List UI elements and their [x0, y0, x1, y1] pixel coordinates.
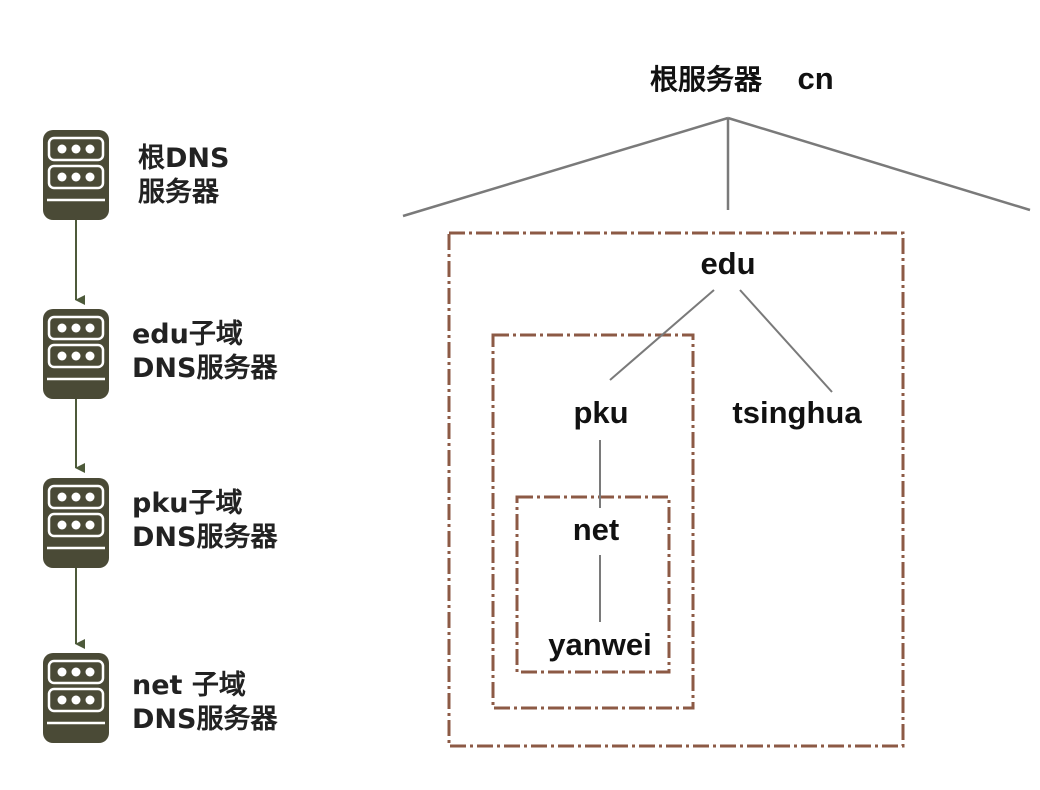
node-edu: edu — [700, 246, 756, 281]
server-label-edu: edu子域 DNS服务器 — [132, 318, 277, 386]
server-led — [85, 144, 95, 154]
server-icon — [43, 478, 109, 568]
edu-zone-box — [447, 231, 905, 748]
root-domain-label: cn — [797, 61, 834, 96]
pku-zone-box — [491, 333, 695, 710]
server-led — [85, 492, 95, 502]
server-led — [57, 172, 67, 182]
server-label-line1: net 子域 — [132, 670, 246, 701]
server-icon — [43, 653, 109, 743]
server-label-line1: pku子域 — [132, 488, 243, 519]
server-led — [85, 695, 95, 705]
server-led — [57, 351, 67, 361]
fan-line-left — [402, 116, 729, 218]
net-zone-box — [515, 495, 671, 674]
server-label-line2: 服务器 — [138, 177, 219, 208]
node-tsinghua: tsinghua — [732, 395, 862, 430]
server-label-line2: DNS服务器 — [132, 353, 278, 384]
server-led — [71, 172, 81, 182]
edge-edu-tsinghua — [739, 289, 833, 393]
server-led — [71, 520, 81, 530]
node-net: net — [572, 512, 620, 547]
server-led — [85, 323, 95, 333]
server-label-pku: pku子域 DNS服务器 — [132, 487, 277, 555]
server-led — [85, 172, 95, 182]
server-led — [57, 520, 67, 530]
fan-line-right — [727, 116, 1031, 212]
root-server-label: 根服务器 — [650, 63, 763, 96]
node-yanwei: yanwei — [548, 627, 652, 662]
server-led — [57, 492, 67, 502]
server-led — [71, 492, 81, 502]
server-icon — [43, 309, 109, 399]
server-led — [57, 144, 67, 154]
root-fan-lines — [402, 116, 1031, 218]
server-led — [71, 351, 81, 361]
server-icon — [43, 130, 109, 220]
server-label-root: 根DNS 服务器 — [138, 142, 229, 210]
server-label-line1: edu子域 — [132, 319, 243, 350]
server-led — [57, 695, 67, 705]
root-server-title: 根服务器 cn — [650, 58, 834, 98]
server-led — [85, 520, 95, 530]
edge-edu-pku — [609, 289, 715, 381]
server-led — [71, 323, 81, 333]
server-led — [71, 695, 81, 705]
server-led — [57, 667, 67, 677]
server-label-line1: 根DNS — [138, 143, 230, 174]
server-label-line2: DNS服务器 — [132, 522, 278, 553]
server-led — [71, 144, 81, 154]
server-led — [85, 667, 95, 677]
server-led — [71, 667, 81, 677]
server-led — [85, 351, 95, 361]
server-label-net: net 子域 DNS服务器 — [132, 669, 277, 737]
node-pku: pku — [573, 395, 629, 430]
server-label-line2: DNS服务器 — [132, 704, 278, 735]
server-led — [57, 323, 67, 333]
tree-edges — [599, 289, 833, 622]
